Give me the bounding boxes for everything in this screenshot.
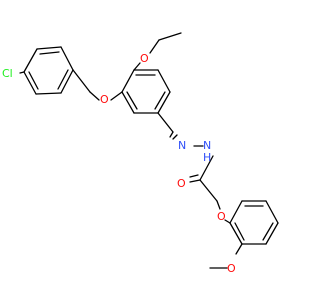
atom-labels: Cl O O N N H O O O [2,52,236,275]
atom-label-amide-hydrogen: H [203,151,211,164]
atom-label-imine-nitrogen: N [178,139,186,152]
atom-label-carbonyl-oxygen: O [177,177,186,190]
bond-lines [19,32,279,269]
atom-label-amide-nitrogen: N [203,139,211,152]
atom-label-ethoxy-oxygen: O [140,52,149,65]
structure-svg: Cl O O N N H O O O [2,32,279,275]
atom-label-aryloxy-oxygen: O [217,210,226,223]
atom-label-chlorine: Cl [2,67,13,80]
atom-label-methoxy-oxygen: O [227,262,236,275]
atom-label-ether-oxygen: O [100,93,109,106]
molecule-diagram: Cl O O N N H O O O [2,32,279,275]
